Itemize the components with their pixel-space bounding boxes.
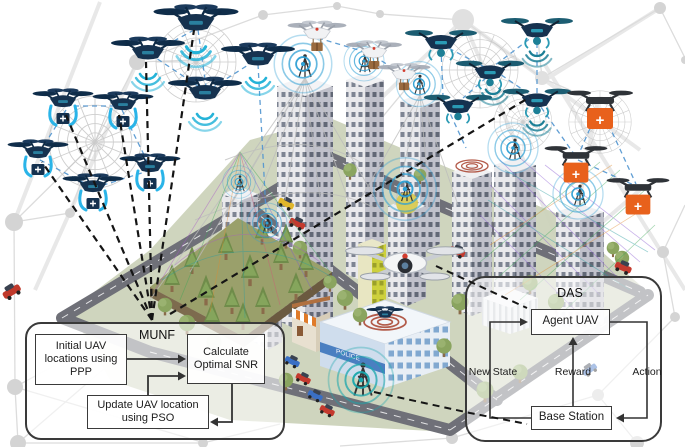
munf-panel: MUNF Initial UAV locations using PPP Cal… [25,322,285,440]
das-box-base-station: Base Station [531,406,612,430]
cargo-uav [120,153,181,190]
medical-cross-icon: + [572,166,580,182]
base-station-antenna [327,346,395,414]
das-box-agent-uav: Agent UAV [531,309,610,335]
surveillance-uav [152,3,240,32]
munf-box-initial-locations: Initial UAV locations using PPP [35,334,127,385]
munf-title: MUNF [138,328,176,342]
camera-uav [500,17,574,49]
medical-uav: + [543,144,609,184]
das-label-reward: Reward [554,366,592,378]
munf-arrows [127,354,233,427]
munf-box-update-location: Update UAV location using PSO [87,395,209,429]
surveillance-uav [167,75,243,101]
medical-cross-icon: + [634,198,642,214]
rooftop-helipad [455,159,489,173]
medical-uavs: + + + [543,89,671,216]
medical-uav: + [565,89,635,131]
medical-cross-icon: + [596,112,605,129]
camera-uav [404,29,478,61]
das-label-action: Action [632,366,662,378]
medical-uav: + [605,176,671,216]
uav-swarms: + + + [8,3,671,216]
das-title: DAS [557,286,583,300]
das-panel: DAS Agent UAV Base Station New State Rew… [465,276,662,442]
munf-box-calculate-snr: Calculate Optimal SNR [187,334,265,384]
das-label-new-state: New State [468,366,518,378]
camera-uav [454,59,526,91]
